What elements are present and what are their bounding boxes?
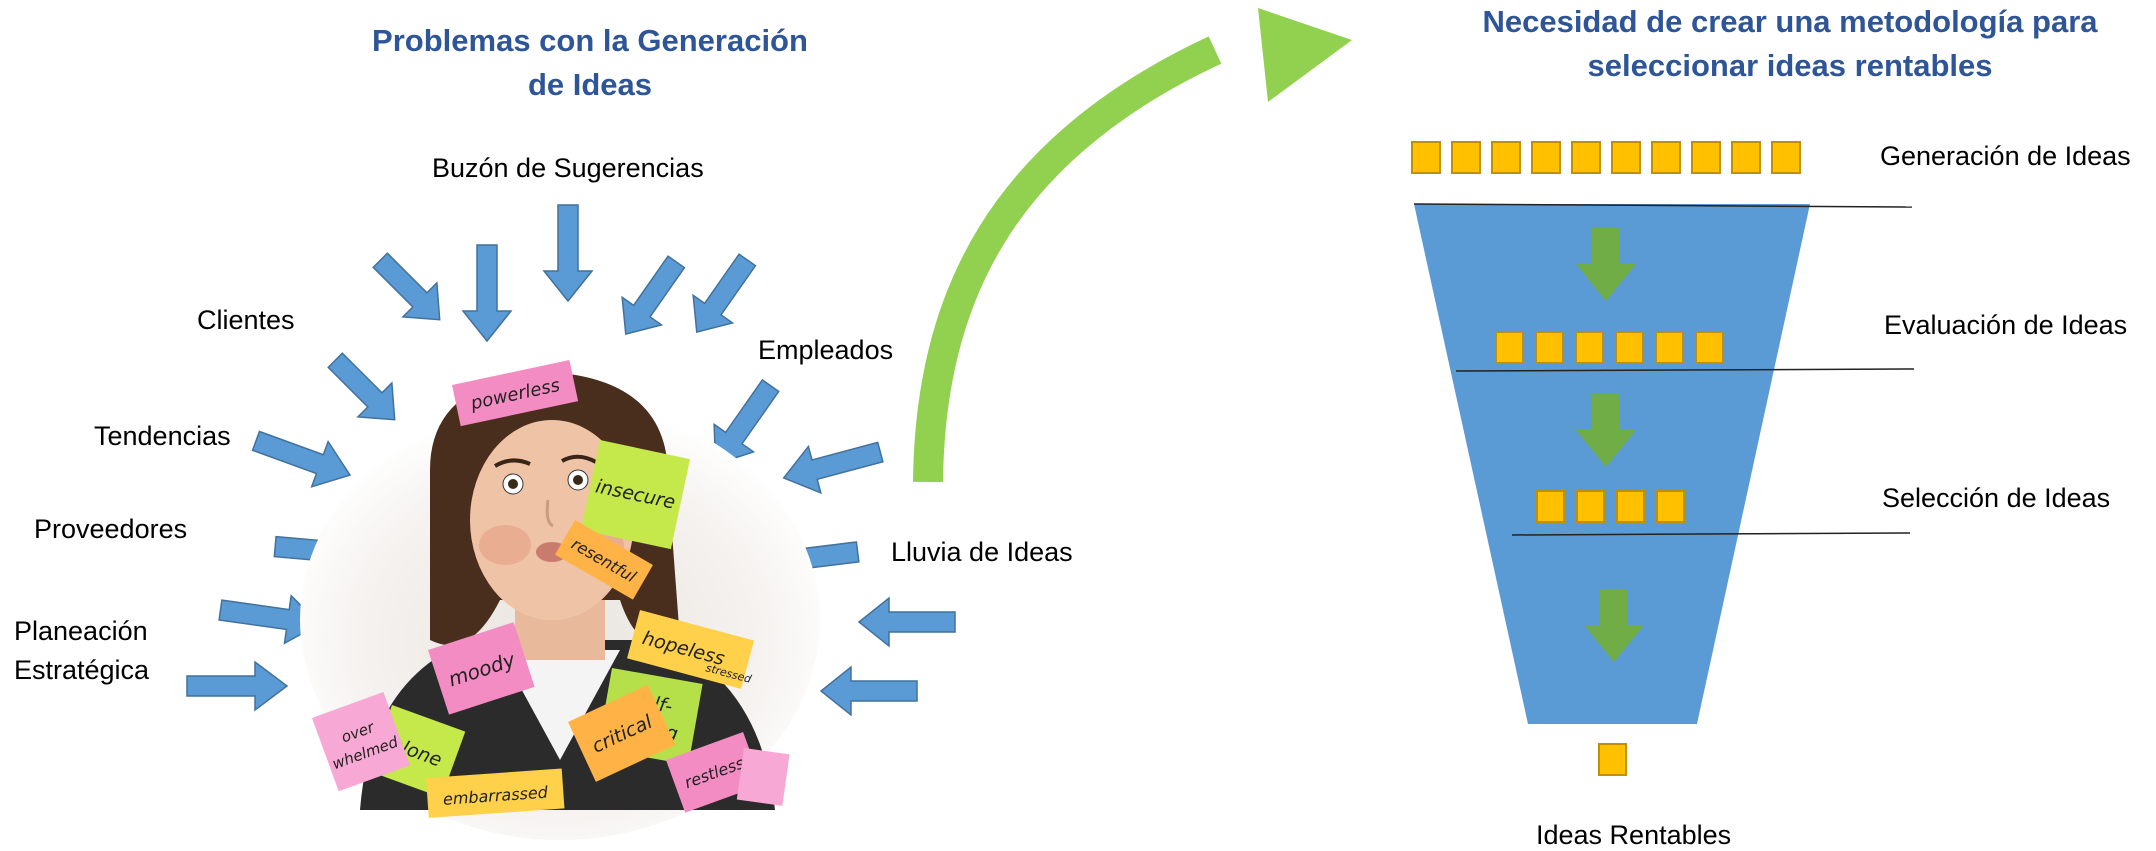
right-title: Necesidad de crear una metodología para … (1482, 4, 2098, 83)
note-insecure: insecure (580, 440, 690, 550)
note-moody: moody (428, 622, 535, 715)
blue-arrow-14 (857, 596, 956, 648)
label-buzon: Buzón de Sugerencias (432, 153, 704, 183)
label-tendencias: Tendencias (94, 421, 231, 451)
left-title: Problemas con la Generación de Ideas (372, 23, 808, 102)
down-arrow-2 (1576, 394, 1636, 467)
blue-arrow-1 (372, 252, 441, 321)
note-embarrassed: embarrassed (426, 768, 565, 818)
divider-line-1 (1413, 203, 1913, 208)
label-clientes: Clientes (197, 305, 295, 335)
blue-arrow-10 (186, 660, 289, 712)
label-empleados: Empleados (758, 335, 894, 365)
sticky-notes: powerless insecure resentful hopeless st… (312, 360, 790, 818)
blue-arrow-4 (621, 255, 686, 335)
idea-boxes-selection (1536, 490, 1685, 523)
label-lluvia: Lluvia de Ideas (891, 537, 1073, 567)
idea-boxes-evaluation (1495, 331, 1724, 364)
note-critical: critical (568, 684, 676, 782)
blue-arrow-5 (692, 253, 757, 333)
down-arrows (1576, 228, 1644, 662)
note-powerless: powerless (452, 360, 579, 427)
divider-line-3 (1511, 532, 1911, 536)
green-curved-arrow (913, 8, 1352, 483)
label-proveedores: Proveedores (34, 514, 188, 544)
down-arrow-1 (1576, 228, 1636, 301)
note-overwhelmed: over whelmed (312, 692, 411, 792)
blue-arrow-6 (327, 352, 396, 421)
stage-label-generacion: Generación de Ideas (1880, 141, 2131, 171)
label-planeacion: Planeación Estratégica (14, 616, 150, 685)
down-arrow-3 (1584, 589, 1644, 662)
divider-line-2 (1455, 368, 1915, 372)
blue-arrow-7 (251, 430, 352, 488)
blue-arrow-2 (461, 244, 513, 343)
note-corner (736, 748, 790, 806)
blue-arrow-15 (819, 665, 918, 717)
funnel (1411, 141, 1915, 776)
idea-box-profitable (1598, 743, 1627, 776)
idea-boxes-generation (1411, 141, 1801, 174)
stage-label-evaluacion: Evaluación de Ideas (1884, 310, 2128, 340)
stage-label-seleccion: Selección de Ideas (1882, 483, 2111, 513)
blue-arrow-12 (782, 441, 884, 495)
stage-label-rentables: Ideas Rentables (1536, 820, 1732, 850)
blue-arrow-3 (542, 204, 594, 303)
